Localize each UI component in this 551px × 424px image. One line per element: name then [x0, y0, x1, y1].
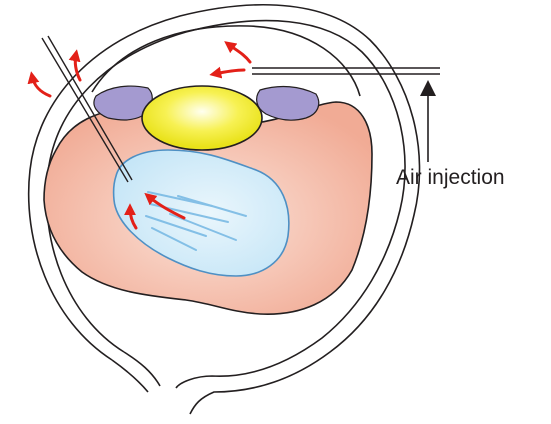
sclera-outer — [27, 4, 421, 415]
lens — [141, 85, 263, 151]
air-bubble — [112, 149, 290, 277]
flow-arrows — [27, 41, 252, 230]
air-cannula — [252, 67, 440, 75]
air-injection-label: Air injection — [396, 166, 505, 189]
flow-arrow-icon — [124, 203, 138, 230]
flow-arrow-icon — [27, 71, 52, 98]
flow-arrow-icon — [224, 41, 252, 64]
bubble-streaks — [145, 191, 247, 251]
optic-nerve-left — [111, 359, 149, 393]
cornea — [91, 25, 361, 97]
flow-arrow-icon — [209, 66, 246, 79]
flow-arrow-icon — [68, 49, 82, 82]
pointer-arrow-icon — [420, 80, 436, 162]
iris-right — [256, 85, 320, 121]
needle — [41, 35, 133, 183]
flow-arrow-icon — [144, 192, 186, 220]
optic-nerve-right — [123, 351, 161, 387]
